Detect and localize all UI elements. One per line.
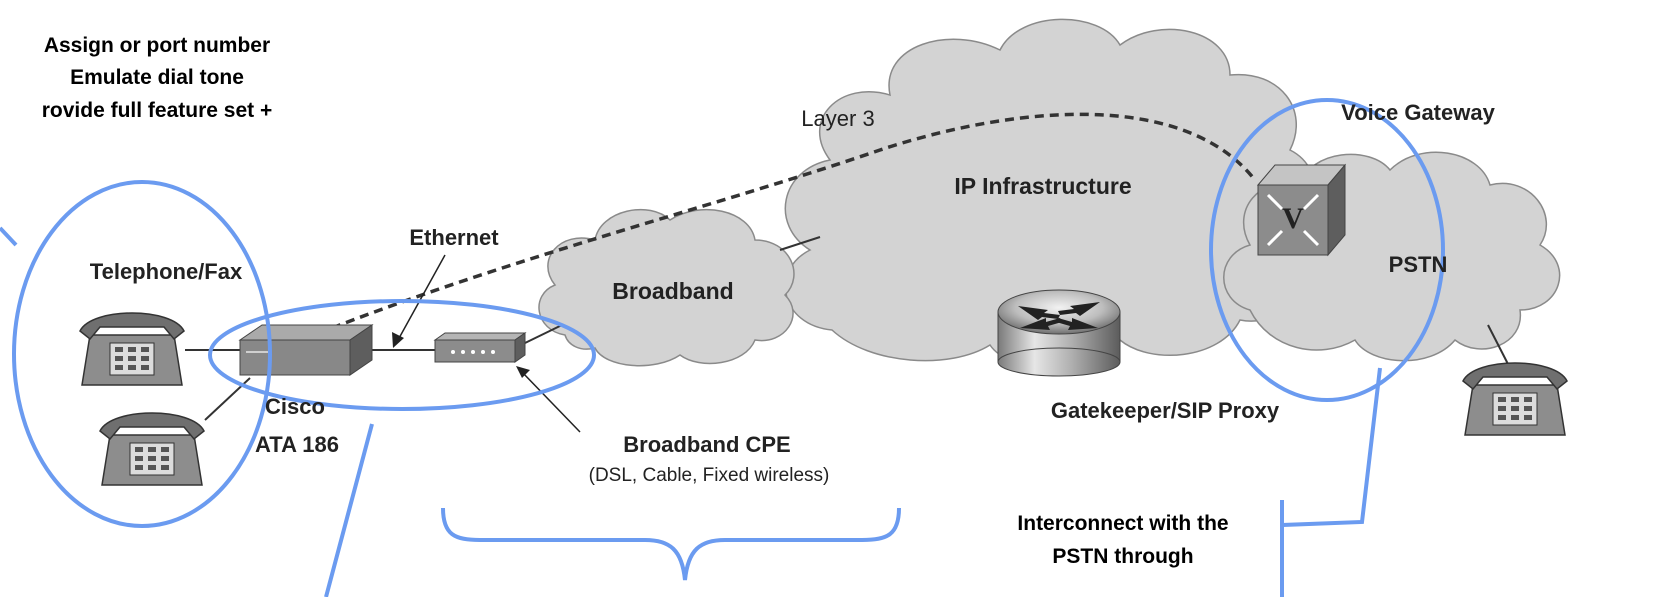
label-cpe-types: (DSL, Cable, Fixed wireless) [589,465,830,486]
label-ata-186: ATA 186 [255,432,339,457]
highlight-connector-left [0,226,18,247]
label-cisco: Cisco [265,394,325,419]
annotation-interconnect: Interconnect with the [1017,512,1228,535]
cisco-ata-device [238,324,374,376]
brace-broadband-access [441,507,901,581]
telephone-icon-1 [79,312,185,386]
gatekeeper-router-icon [997,289,1121,377]
label-broadband: Broadband [612,278,733,304]
link-pstn-phone3 [1487,324,1511,369]
router-arrows-icon [1018,302,1100,330]
telephone-icon-3 [1462,362,1568,436]
voice-gateway-device: V [1256,163,1347,257]
highlight-connector-ata [324,423,374,597]
label-layer3: Layer 3 [801,106,874,131]
label-broadband-cpe: Broadband CPE [623,432,790,457]
link-broadband-ip [779,236,821,251]
telephone-icon-2 [99,412,205,486]
label-ethernet: Ethernet [409,225,499,250]
link-cpe-broadband [524,324,563,344]
highlight-gateway-circle [1209,98,1445,402]
annotation-assign-port: Assign or port number [44,34,270,57]
label-pstn: PSTN [1389,252,1448,277]
highlight-telephone-circle [12,180,272,528]
ethernet-pointer-arrow [392,254,446,348]
gateway-v-glyph: V [1282,202,1304,235]
annotation-dial-tone: Emulate dial tone [70,66,244,89]
voice-path-dashed [331,112,1257,330]
annotation-top-left: Assign or port number Emulate dial tone … [42,34,273,122]
label-telephone-fax: Telephone/Fax [90,259,243,284]
cpe-pointer-arrow [516,366,581,433]
annotation-bottom-right: Interconnect with the PSTN through [1017,512,1228,568]
broadband-cpe-device [433,332,527,363]
annotation-feature-set: rovide full feature set + [42,99,273,122]
label-voice-gateway: Voice Gateway [1341,100,1495,125]
highlight-overlays [0,98,1445,597]
annotation-pstn-through: PSTN through [1052,545,1193,568]
label-ip-infrastructure: IP Infrastructure [954,173,1131,199]
highlight-ata-cpe-ellipse [208,299,596,411]
highlight-connector-gateway [1280,367,1382,597]
label-gatekeeper-sip-proxy: Gatekeeper/SIP Proxy [1051,398,1280,423]
gateway-arrows-icon [1266,193,1320,247]
cpe-led-indicators [451,350,495,354]
